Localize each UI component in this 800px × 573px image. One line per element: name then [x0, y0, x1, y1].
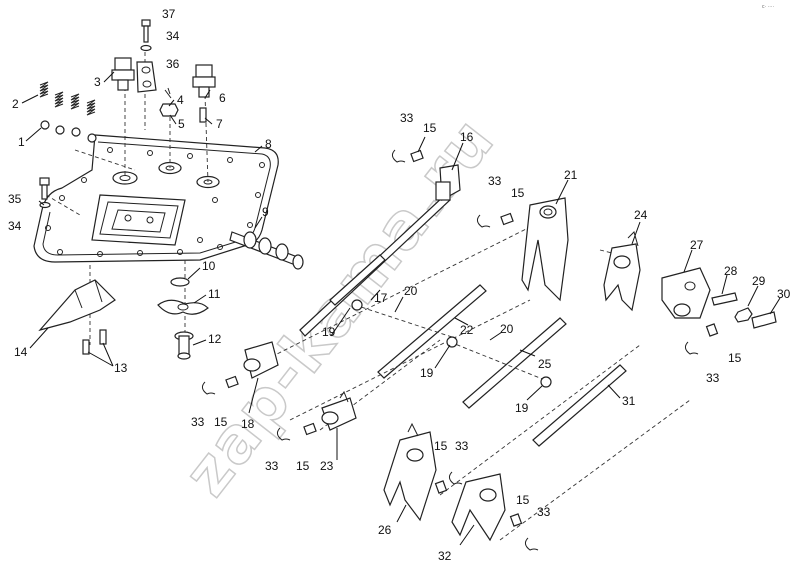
callout-19c: 19 [515, 401, 529, 415]
callout-21: 21 [564, 168, 578, 182]
callout-27: 27 [690, 238, 704, 252]
block-18 [243, 341, 279, 379]
callout-34b: 34 [8, 219, 22, 233]
lever-11 [157, 299, 209, 315]
callout-30: 30 [777, 287, 791, 301]
callout-33c: 33 [191, 415, 205, 429]
callout-23: 23 [320, 459, 334, 473]
callout-36: 36 [166, 57, 180, 71]
callout-11: 11 [208, 287, 221, 301]
pin-12 [174, 331, 194, 360]
callout-2: 2 [12, 97, 19, 111]
callout-14: 14 [14, 345, 28, 359]
callout-labels: 1 2 3 4 5 6 7 8 9 10 11 12 13 14 15 15 1… [8, 7, 791, 563]
callout-25: 25 [538, 357, 552, 371]
nut-29 [734, 307, 753, 323]
callout-16: 16 [460, 130, 474, 144]
corner-mark: c· ···· [762, 4, 775, 10]
callout-19a: 19 [322, 325, 336, 339]
callout-33f: 33 [455, 439, 469, 453]
bracket-14 [38, 279, 116, 355]
ball-19c [540, 376, 552, 388]
fork-21 [521, 197, 569, 302]
callout-20a: 20 [404, 284, 418, 298]
callout-4: 4 [177, 93, 184, 107]
leader-lines [21, 71, 781, 546]
callout-15c: 15 [214, 415, 228, 429]
callout-13: 13 [114, 361, 128, 375]
fork-24 [603, 231, 641, 312]
rail-31 [532, 364, 627, 447]
callout-33b: 33 [488, 174, 502, 188]
callout-26: 26 [378, 523, 392, 537]
fork-32 [451, 473, 506, 542]
screw-30 [751, 311, 777, 329]
switch-6 [192, 64, 216, 98]
callout-5: 5 [178, 117, 185, 131]
callout-19b: 19 [420, 366, 434, 380]
callout-15g: 15 [516, 493, 530, 507]
set-screws [225, 149, 719, 527]
callout-8: 8 [265, 137, 272, 151]
bracket-36 [136, 19, 157, 93]
fork-26 [383, 422, 437, 522]
callout-22: 22 [460, 323, 474, 337]
callout-32: 32 [438, 549, 452, 563]
callout-33d: 33 [265, 459, 279, 473]
callout-20b: 20 [500, 322, 514, 336]
callout-1: 1 [18, 135, 25, 149]
callout-7: 7 [216, 117, 223, 131]
callout-6: 6 [219, 91, 226, 105]
switch-3 [111, 57, 135, 91]
block-16 [435, 164, 461, 201]
callout-15d: 15 [296, 459, 310, 473]
rail-25 [462, 317, 567, 409]
callout-10: 10 [202, 259, 216, 273]
callout-34a: 34 [166, 29, 180, 43]
callout-12: 12 [208, 332, 222, 346]
callout-33g: 33 [537, 505, 551, 519]
rail-22 [377, 284, 487, 379]
callout-18: 18 [241, 417, 255, 431]
callout-37: 37 [162, 7, 176, 21]
callout-33e: 33 [706, 371, 720, 385]
pin-28 [711, 292, 738, 306]
spring-set [39, 81, 97, 143]
callout-17: 17 [374, 291, 388, 305]
block-27 [661, 267, 711, 319]
callout-24: 24 [634, 208, 648, 222]
callout-28: 28 [724, 264, 738, 278]
callout-3: 3 [94, 75, 101, 89]
fork-23 [321, 390, 357, 431]
washer-10 [170, 277, 190, 287]
nut-5 [159, 103, 179, 117]
callout-33a: 33 [400, 111, 414, 125]
callout-31: 31 [622, 394, 636, 408]
callout-9: 9 [262, 205, 269, 219]
clips-33 [201, 149, 699, 551]
callout-29: 29 [752, 274, 766, 288]
ball-19b [446, 336, 458, 348]
shaft-9 [229, 231, 304, 270]
ball-19a [351, 299, 363, 311]
callout-15e: 15 [728, 351, 742, 365]
callout-35: 35 [8, 192, 22, 206]
callout-15f: 15 [434, 439, 448, 453]
callout-15b: 15 [511, 186, 525, 200]
callout-15a: 15 [423, 121, 437, 135]
